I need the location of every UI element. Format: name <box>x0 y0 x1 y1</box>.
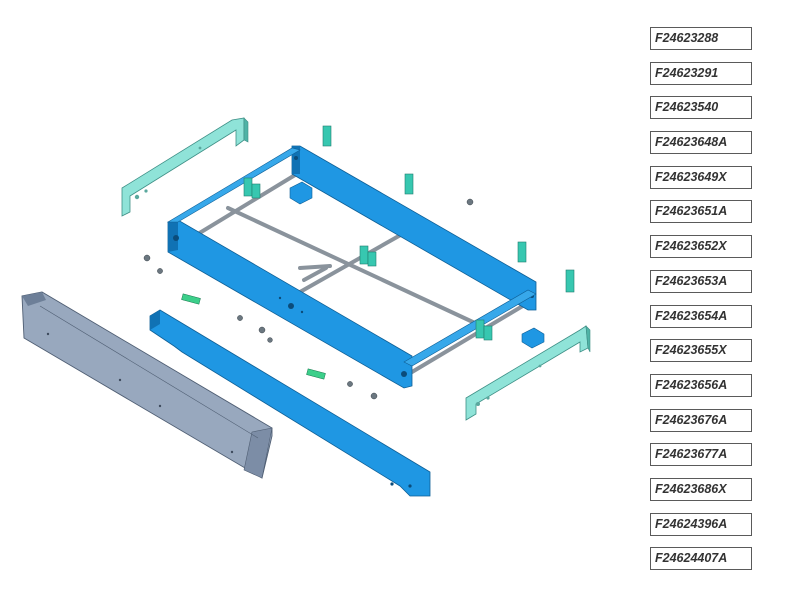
frame-end-members <box>166 147 537 367</box>
part-number-label[interactable]: F24623655X <box>650 339 752 363</box>
loose-rod <box>302 266 328 282</box>
part-number-label[interactable]: F24623654A <box>650 304 752 328</box>
part-number-label[interactable]: F24623288 <box>650 27 752 50</box>
part-number-label[interactable]: F24623686X <box>650 477 752 501</box>
small-clips <box>181 293 326 380</box>
back-frame-rail <box>291 145 537 311</box>
part-number-label[interactable]: F24623656A <box>650 373 752 397</box>
front-frame-rail <box>167 219 413 389</box>
part-number-label[interactable]: F24623651A <box>650 200 752 224</box>
part-number-label[interactable]: F24623540 <box>650 96 752 120</box>
loose-fasteners <box>143 198 474 400</box>
front-cover-strip <box>149 309 431 497</box>
upright-posts <box>322 125 575 293</box>
part-number-label[interactable]: F24624407A <box>650 547 752 571</box>
blue-pads <box>289 181 545 349</box>
part-number-label[interactable]: F24623648A <box>650 131 752 155</box>
part-number-label[interactable]: F24623649X <box>650 165 752 189</box>
frame-mounting-blocks <box>243 177 493 341</box>
part-number-label[interactable]: F24623652X <box>650 235 752 259</box>
part-number-label[interactable]: F24624396A <box>650 512 752 536</box>
left-side-bracket <box>121 117 249 217</box>
part-number-label[interactable]: F24623653A <box>650 269 752 293</box>
part-number-list: F24623288 F24623291 F24623540 F24623648A… <box>650 27 752 582</box>
right-side-bracket <box>465 325 591 421</box>
part-number-label[interactable]: F24623676A <box>650 408 752 432</box>
part-number-label[interactable]: F24623291 <box>650 61 752 85</box>
steel-cover-panel <box>21 291 273 479</box>
exploded-assembly-drawing <box>21 117 591 497</box>
part-number-label[interactable]: F24623677A <box>650 443 752 467</box>
